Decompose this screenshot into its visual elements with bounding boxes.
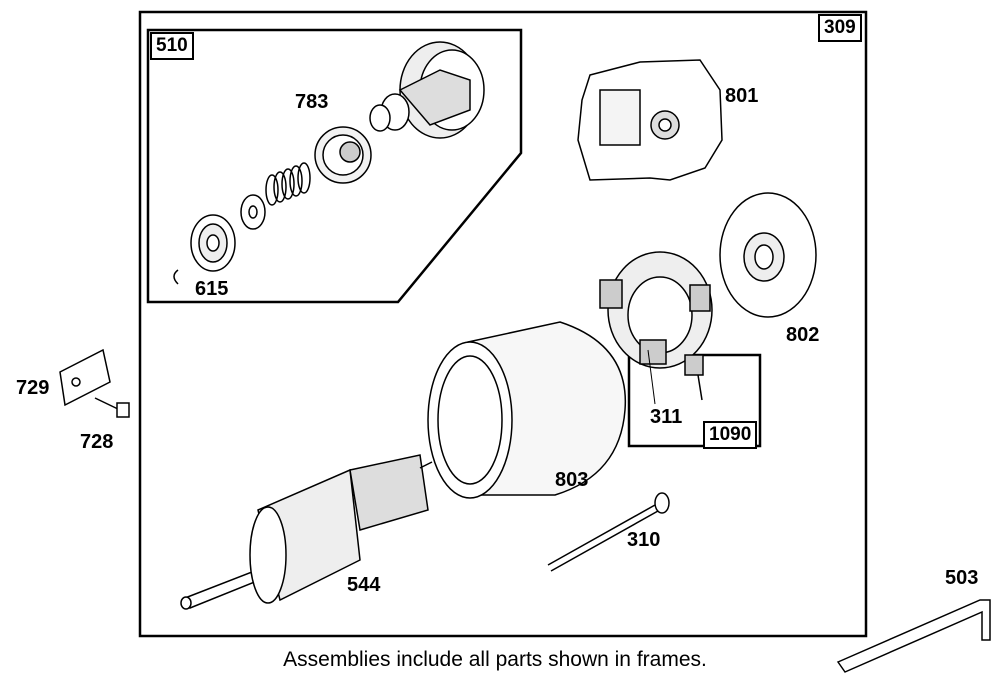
part-label-310: 310 xyxy=(627,529,661,551)
part-label-783: 783 xyxy=(295,91,329,113)
bolt-310-drawing xyxy=(547,492,670,572)
endcap-802-drawing xyxy=(719,192,817,318)
frame-309-border xyxy=(138,10,868,638)
part-label-544: 544 xyxy=(347,574,381,596)
frame-510-border xyxy=(146,28,523,304)
part-label-729: 729 xyxy=(16,377,50,399)
tool-503-drawing xyxy=(836,599,991,673)
part-label-801: 801 xyxy=(725,85,759,107)
frame-309-tag: 309 xyxy=(818,14,862,42)
frame-1090-border xyxy=(627,353,762,448)
pinion-drive-drawing xyxy=(314,41,485,184)
part-label-311: 311 xyxy=(650,406,683,428)
part-label-503: 503 xyxy=(945,567,979,589)
bracket-729-drawing xyxy=(59,348,111,407)
part-label-802: 802 xyxy=(786,324,820,346)
part-label-615: 615 xyxy=(195,278,229,300)
screw-728-drawing xyxy=(94,397,130,418)
spring-drawing xyxy=(265,162,311,206)
part-label-803: 803 xyxy=(555,469,589,491)
armature-544-drawing xyxy=(180,454,433,610)
washer-drawing xyxy=(240,194,266,230)
part-label-728: 728 xyxy=(80,431,114,453)
collar-drawing xyxy=(173,214,236,285)
frame-510-tag: 510 xyxy=(150,32,194,60)
footnote-caption: Assemblies include all parts shown in fr… xyxy=(283,648,707,671)
brush-holder-drawing xyxy=(599,251,713,401)
frame-1090-tag: 1090 xyxy=(703,421,758,449)
housing-803-drawing xyxy=(427,321,627,499)
plate-801-drawing xyxy=(577,59,723,181)
